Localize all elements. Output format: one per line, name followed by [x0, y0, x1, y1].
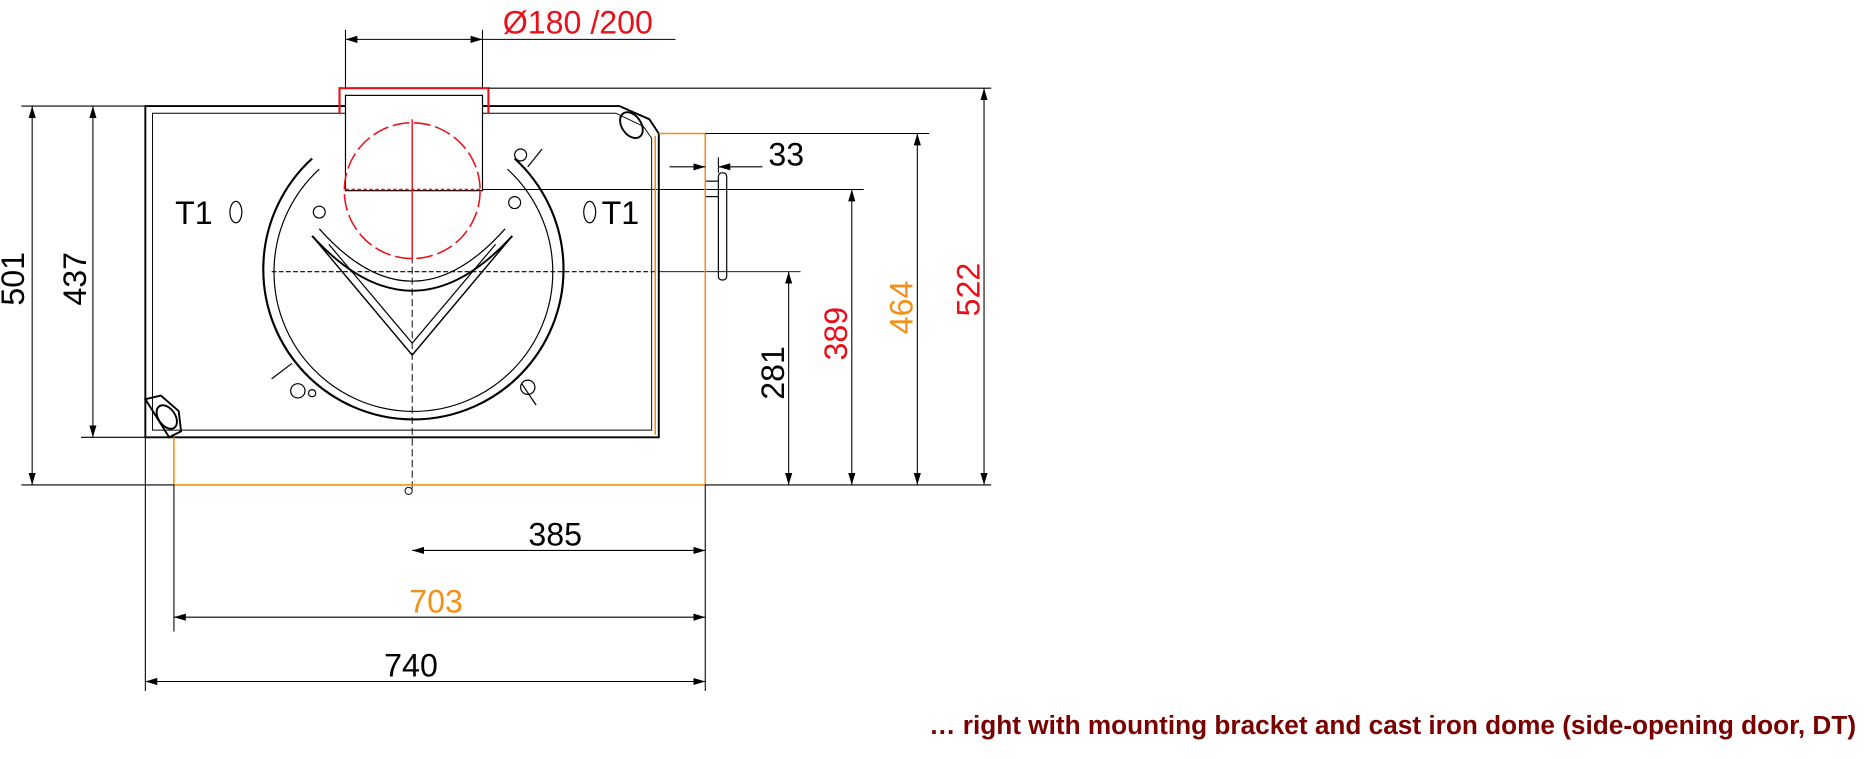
- t1-right: T1: [583, 195, 640, 231]
- dim-703: 703: [409, 583, 463, 619]
- center-lines: [271, 256, 801, 495]
- dim-33: 33: [768, 137, 804, 173]
- flue-pipe: [338, 87, 490, 260]
- dim-740: 740: [384, 648, 438, 684]
- dim-281: 281: [755, 346, 791, 400]
- svg-text:T1: T1: [175, 195, 213, 231]
- door-handle: [705, 172, 728, 281]
- dim-464: 464: [884, 281, 920, 335]
- flue-diameter-label: Ø180 /200: [503, 4, 653, 40]
- svg-text:T1: T1: [602, 195, 640, 231]
- dim-389: 389: [818, 307, 854, 361]
- dim-501: 501: [0, 252, 31, 306]
- dim-522: 522: [950, 263, 986, 317]
- caption: … right with mounting bracket and cast i…: [929, 710, 1856, 740]
- dim-437: 437: [57, 252, 93, 306]
- t1-left: T1: [175, 195, 243, 231]
- dim-385: 385: [528, 517, 582, 553]
- dimension-lines: [21, 29, 992, 692]
